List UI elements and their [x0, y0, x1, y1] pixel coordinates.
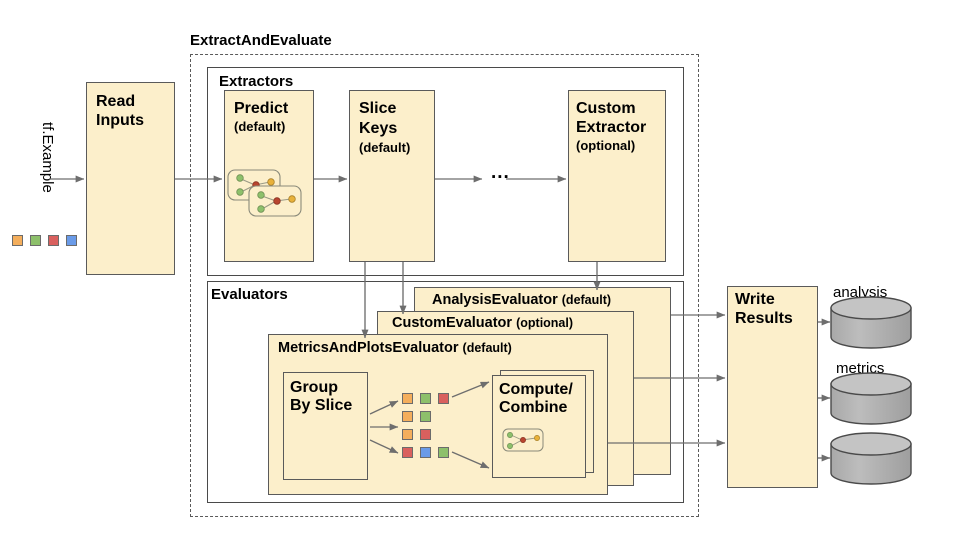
- tf-example-label: tf.Example: [39, 122, 56, 193]
- output-cylinder-metrics: [830, 372, 912, 425]
- slice-swatch-r0-red: [438, 393, 449, 404]
- group-by-slice-line1: Group: [290, 379, 338, 396]
- extractor-slice-keys[interactable]: [349, 90, 435, 262]
- extractor-custom[interactable]: [568, 90, 666, 262]
- output-label-analysis: analysis: [833, 284, 888, 301]
- slice-swatch-r3-red: [402, 447, 413, 458]
- evaluator-metrics-and-plots-name: MetricsAndPlotsEvaluator: [278, 340, 459, 356]
- extractor-slice-keys-title-line1: Slice: [359, 100, 397, 117]
- output-cylinder-analysis: [830, 296, 912, 349]
- evaluator-metrics-and-plots-label: MetricsAndPlotsEvaluator (default): [278, 340, 512, 356]
- slice-swatch-grid: [402, 393, 462, 463]
- read-inputs-box[interactable]: [86, 82, 175, 275]
- input-swatch-row: [12, 235, 82, 249]
- evaluator-metrics-and-plots-qualifier: (default): [462, 341, 512, 355]
- extract-and-evaluate-container: [190, 54, 699, 517]
- input-swatch-blue: [66, 235, 77, 246]
- extractors-ellipsis: ...: [491, 162, 510, 183]
- evaluator-custom-label: CustomEvaluator (optional): [392, 315, 573, 331]
- extract-and-evaluate-title: ExtractAndEvaluate: [190, 32, 332, 49]
- output-label-ellipsis: ...: [861, 426, 880, 447]
- group-by-slice-box[interactable]: [283, 372, 368, 480]
- input-swatch-green: [30, 235, 41, 246]
- evaluator-custom-qualifier: (optional): [516, 316, 574, 330]
- slice-swatch-r0-green: [420, 393, 431, 404]
- evaluators-title: Evaluators: [211, 286, 288, 303]
- evaluator-analysis-name: AnalysisEvaluator: [432, 292, 558, 308]
- extractor-slice-keys-qualifier: (default): [359, 140, 411, 155]
- extractor-custom-qualifier: (optional): [576, 138, 636, 153]
- extractor-predict-qualifier: (default): [234, 119, 286, 134]
- write-results-line1: Write: [735, 291, 775, 308]
- evaluator-custom-name: CustomEvaluator: [392, 315, 513, 331]
- slice-swatch-r1-orange: [402, 411, 413, 422]
- extractor-slice-keys-title-line2: Keys: [359, 120, 398, 137]
- write-results-box[interactable]: [727, 286, 818, 488]
- input-swatch-red: [48, 235, 59, 246]
- extractor-custom-title-line1: Custom: [576, 100, 636, 117]
- input-swatch-orange: [12, 235, 23, 246]
- compute-combine-line2: Combine: [499, 399, 568, 416]
- extractor-custom-title-line2: Extractor: [576, 119, 647, 136]
- slice-swatch-r1-green: [420, 411, 431, 422]
- evaluator-analysis-qualifier: (default): [561, 293, 612, 307]
- group-by-slice-line2: By Slice: [290, 397, 353, 414]
- extractors-title: Extractors: [219, 73, 294, 90]
- evaluator-analysis-label: AnalysisEvaluator (default): [432, 292, 611, 308]
- output-label-metrics: metrics: [836, 360, 885, 377]
- extractor-predict-title: Predict: [234, 100, 289, 117]
- slice-swatch-r0-orange: [402, 393, 413, 404]
- write-results-line2: Results: [735, 310, 793, 327]
- read-inputs-line1: Read Inputs: [96, 93, 144, 129]
- slice-swatch-r2-red: [420, 429, 431, 440]
- compute-combine-line1: Compute/: [499, 381, 573, 398]
- compute-combine-box[interactable]: [492, 375, 586, 478]
- slice-swatch-r3-blue: [420, 447, 431, 458]
- slice-swatch-r2-orange: [402, 429, 413, 440]
- slice-swatch-r3-green: [438, 447, 449, 458]
